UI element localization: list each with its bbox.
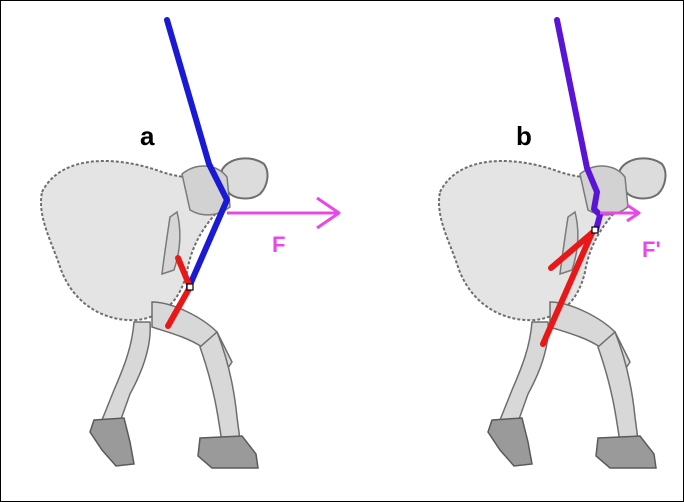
person-figure-a xyxy=(40,157,269,469)
pivot-marker-a xyxy=(186,283,194,291)
panel-label-b: b xyxy=(516,121,532,151)
force-label-a: F xyxy=(272,232,285,257)
force-label-b: F' xyxy=(642,237,661,262)
panel-label-a: a xyxy=(140,121,155,151)
force-arrow-a xyxy=(227,196,341,230)
panel-a: a F xyxy=(40,17,341,469)
panel-b: b F' xyxy=(438,17,667,469)
person-figure-b xyxy=(438,157,667,469)
lever-stub-a xyxy=(175,255,193,290)
rope-line-a xyxy=(164,17,230,290)
pivot-marker-b xyxy=(591,226,599,234)
lever-line-b xyxy=(540,230,595,347)
lever-stub-b xyxy=(548,230,595,271)
rope-line-b xyxy=(554,17,603,233)
force-arrow-b xyxy=(600,203,641,223)
lever-line-a xyxy=(165,284,193,329)
